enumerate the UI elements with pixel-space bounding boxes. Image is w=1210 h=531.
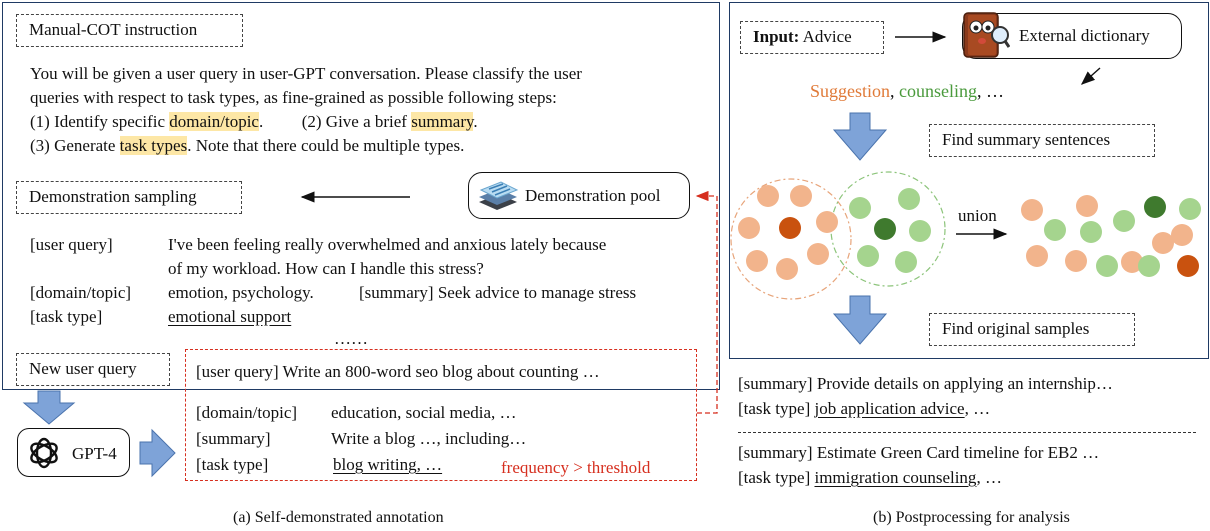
step1-highlight: domain/topic [169,112,259,131]
input-bold-label: Input: [753,27,800,46]
find-summary-label: Find summary sentences [929,124,1155,157]
result2-task-key: [task type] [738,468,815,487]
result2-summary: [summary] Estimate Green Card timeline f… [738,443,1100,462]
example-summary: [summary] Seek advice to manage stress [359,283,637,302]
new-user-query-label: New user query [16,353,170,386]
step2-suffix: . [473,112,478,131]
example-domain-key: [domain/topic] [30,283,132,302]
gpt4-label: GPT-4 [72,444,117,463]
openai-logo-icon [30,437,58,469]
step3-suffix: . Note that there could be multiple type… [187,136,465,155]
example-user-query-line-1: I've been feeling really overwhelmed and… [168,235,607,254]
output-task-key: [task type] [196,455,269,474]
example-domain-value: emotion, psychology. [168,283,314,302]
result1-task-tail: , … [964,399,991,418]
step2-prefix: (2) Give a brief [301,112,412,131]
result1-task-value: job application advice [814,399,965,418]
result2-task-value: immigration counseling [814,468,977,487]
book-mascot-icon [963,12,1010,58]
example-task-key: [task type] [30,307,103,326]
result2-task: [task type] immigration counseling, … [738,468,1002,488]
blue-arrow-down-left [22,390,76,425]
example-ellipsis: …… [334,329,368,348]
output-summary-key: [summary] [196,429,271,448]
manual-cot-label: Manual-COT instruction [16,14,243,47]
union-label: union [958,206,997,225]
output-task-value: blog writing, … [333,455,443,474]
instruction-line-1: You will be given a user query in user-G… [30,64,582,83]
step2-highlight: summary [411,112,474,131]
input-box: Input: Advice [740,21,884,54]
output-domain-key: [domain/topic] [196,403,298,422]
find-original-label: Find original samples [929,313,1135,346]
keyword-separator-2: , … [977,81,1005,101]
step1-prefix: (1) Identify specific [30,112,170,131]
step3-prefix: (3) Generate [30,136,120,155]
result1-task: [task type] job application advice, … [738,399,990,419]
keyword-list: Suggestion, counseling, … [810,80,1004,102]
result1-task-key: [task type] [738,399,815,418]
annotation-panel [2,2,720,390]
new-query-text: [user query] Write an 800-word seo blog … [196,362,600,381]
keyword-separator-1: , [890,81,900,101]
result1-summary: [summary] Provide details on applying an… [738,374,1113,393]
example-task-value: emotional support [168,307,292,326]
gpt4-box: GPT-4 [17,428,130,477]
demo-pool-box: Demonstration pool [468,172,690,219]
keyword-counseling: counseling [899,81,978,101]
dictionary-label: External dictionary [1019,26,1150,45]
result-divider [738,432,1196,433]
output-summary-value: Write a blog …, including… [331,429,527,448]
caption-left: (a) Self-demonstrated annotation [233,509,444,526]
threshold-text: frequency > threshold [501,458,651,477]
output-domain-value: education, social media, … [331,403,517,422]
instruction-steps-1-2: (1) Identify specific domain/topic. (2) … [30,112,478,132]
demo-pool-label: Demonstration pool [525,186,661,205]
red-dashdot-box [185,349,697,481]
keyword-suggestion: Suggestion [810,81,891,101]
instruction-line-2: queries with respect to task types, as f… [30,88,557,107]
postprocessing-panel [729,2,1209,359]
example-user-query-line-2: of my workload. How can I handle this st… [168,259,484,278]
caption-right: (b) Postprocessing for analysis [873,509,1070,526]
result2-task-tail: , … [976,468,1002,487]
example-user-query-key: [user query] [30,235,113,254]
step1-suffix: . [258,112,264,131]
blue-arrow-right [139,428,176,478]
demo-sampling-label: Demonstration sampling [16,181,242,214]
step3-highlight: task types [119,136,188,155]
layers-icon [479,181,519,210]
input-value: Advice [799,27,852,46]
instruction-step-3: (3) Generate task types. Note that there… [30,136,464,156]
